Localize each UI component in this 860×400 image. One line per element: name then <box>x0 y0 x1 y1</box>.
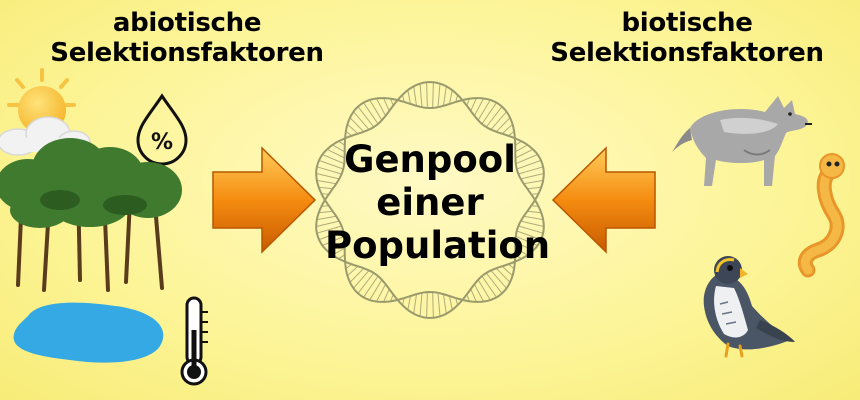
genpool-label-line1: Genpool <box>344 138 516 181</box>
genpool-label-line2: einer <box>376 181 484 224</box>
abiotic-heading-line2: Selektionsfaktoren <box>50 38 324 68</box>
abiotic-heading-line1: abiotische <box>112 8 262 38</box>
biotic-heading-line1: biotische <box>621 8 753 38</box>
right-arrow-icon <box>551 146 656 254</box>
biotic-heading: biotische Selektionsfaktoren <box>522 8 852 68</box>
left-arrow-icon <box>212 146 317 254</box>
wolf-icon <box>672 96 812 186</box>
genpool-label-line3: Population <box>325 224 551 267</box>
biotic-heading-line2: Selektionsfaktoren <box>550 38 824 68</box>
pond-icon <box>13 302 164 363</box>
thermometer-icon <box>180 296 208 386</box>
worm-icon <box>797 153 845 278</box>
dna-ring-icon <box>315 80 545 320</box>
trees-icon <box>0 138 182 292</box>
genpool-label: Genpool einer Population <box>325 138 551 267</box>
abiotic-heading: abiotische Selektionsfaktoren <box>22 8 352 68</box>
humidity-icon: % <box>136 93 188 166</box>
falcon-icon <box>703 256 795 358</box>
humidity-symbol: % <box>151 130 173 155</box>
